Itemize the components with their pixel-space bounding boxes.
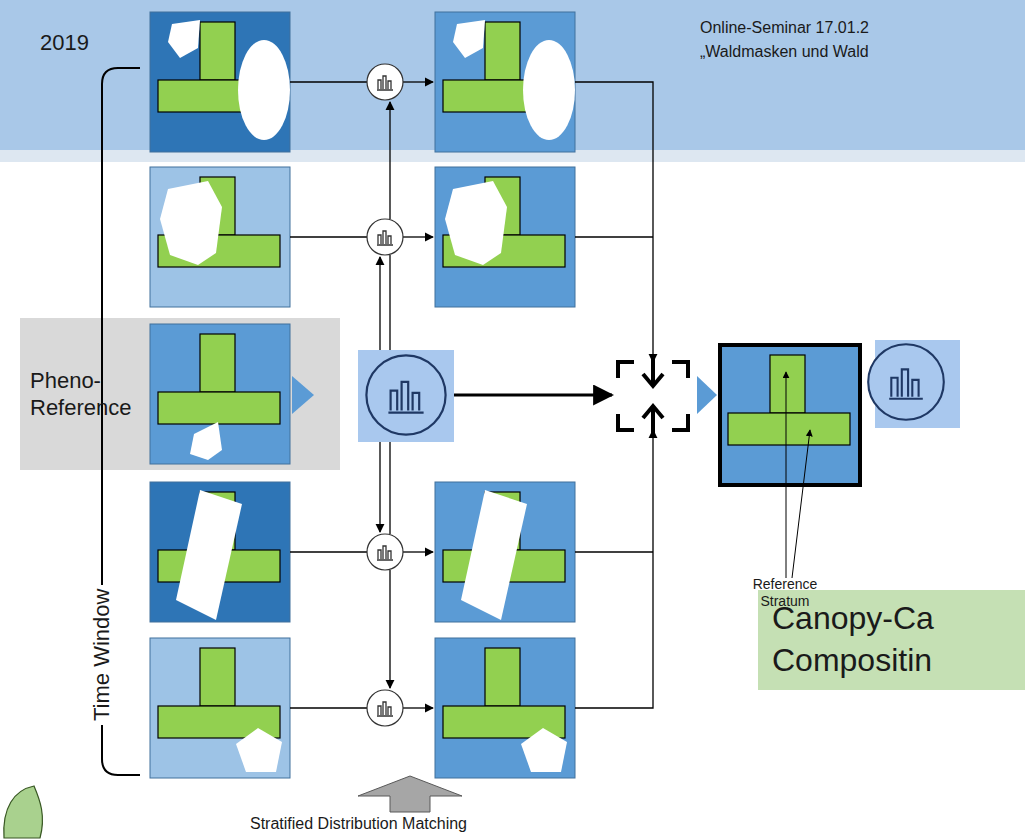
flow-arrows [290,82,653,708]
node-text: Pheno- Reference [30,367,140,422]
reference-histogram-bg [358,350,454,442]
merge-icon [618,356,688,436]
composite-tile [720,345,860,485]
axis-label: Time Window [89,585,115,725]
node-text: „Waldmasken und Wald [700,40,1025,64]
reference-triangle [292,376,314,414]
result-triangle [697,376,717,414]
reference-panel [20,318,340,470]
reference-box: Pheno- Reference [20,318,150,470]
year-label: 2019 [40,30,89,56]
reference-histogram [366,355,445,434]
node-text: Canopy-Ca Compositin [772,598,952,681]
input-tiles [150,12,290,778]
result-histogram [868,344,944,420]
matching-arrow [358,776,462,812]
caption-label: Stratified Distribution Matching [250,815,467,833]
header-band: Online-Seminar 17.01.2„Waldmasken und Wa… [690,10,1025,70]
annotation: Reference Stratum [740,576,830,610]
stratum-leaders [786,372,810,578]
leaf-logo [4,786,43,838]
node-text: Online-Seminar 17.01.2 [700,16,1025,40]
